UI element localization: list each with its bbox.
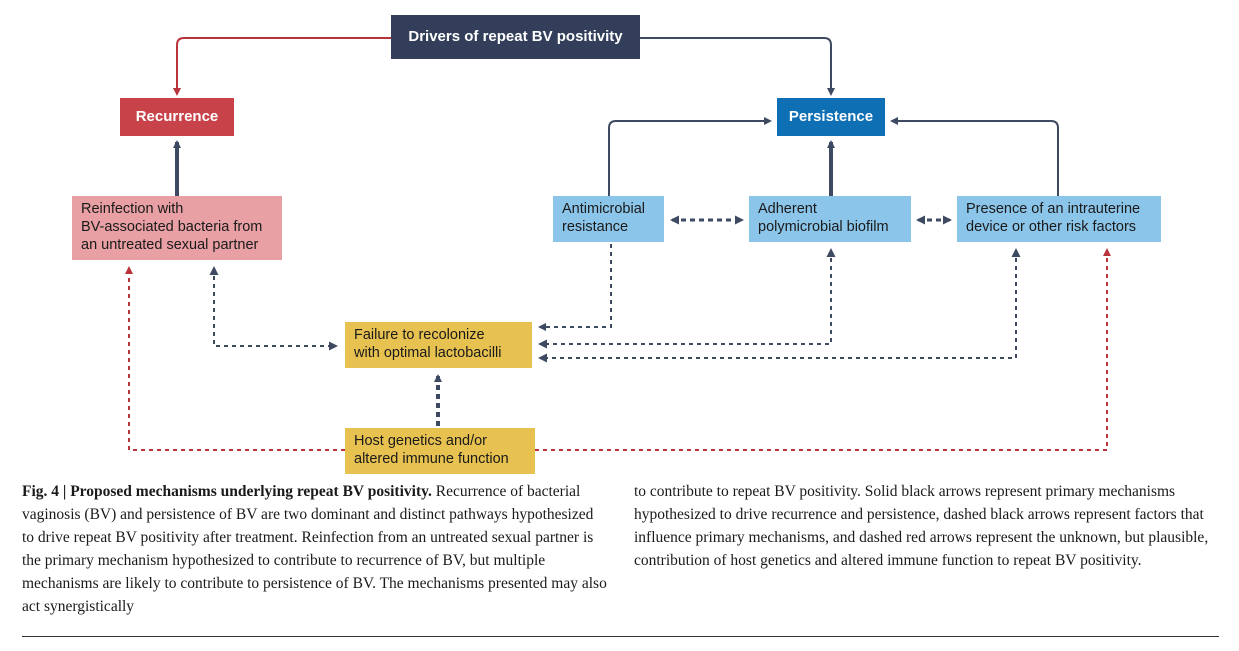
node-recurrence-label: Recurrence [135, 108, 219, 125]
arrow-antimicrobial-to-persistence [608, 117, 772, 196]
node-iud: Presence of an intrauterine device or ot… [957, 196, 1161, 242]
arrow-reinfection-failure [209, 266, 338, 351]
node-host: Host genetics and/or altered immune func… [345, 428, 535, 474]
arrow-iud-to-persistence [890, 117, 1059, 196]
arrow-drivers-to-persistence [640, 37, 835, 96]
node-failure: Failure to recolonize with optimal lacto… [345, 322, 532, 368]
arrow-antimicrobial-to-failure [538, 244, 612, 331]
node-host-label: Host genetics and/or altered immune func… [354, 433, 509, 467]
node-reinfection-label: Reinfection with BV-associated bacteria … [81, 201, 263, 253]
arrow-drivers-to-recurrence [173, 37, 391, 96]
arrow-host-to-iud [535, 248, 1111, 451]
node-persistence: Persistence [777, 98, 885, 136]
node-drivers: Drivers of repeat BV positivity [391, 15, 640, 59]
caption-right-text: to contribute to repeat BV positivity. S… [634, 483, 1209, 569]
figure-label: Fig. 4 | Proposed mechanisms underlying … [22, 483, 432, 500]
arrow-biofilm-failure [538, 248, 836, 349]
caption-left-text: Recurrence of bacterial vaginosis (BV) a… [22, 483, 607, 615]
figure-caption-right: to contribute to repeat BV positivity. S… [634, 480, 1214, 572]
node-drivers-label: Drivers of repeat BV positivity [408, 28, 623, 45]
node-antimicrobial-label: Antimicrobial resistance [562, 201, 645, 235]
node-iud-label: Presence of an intrauterine device or ot… [966, 201, 1141, 235]
node-antimicrobial: Antimicrobial resistance [553, 196, 664, 242]
arrow-host-to-reinfection [125, 266, 345, 451]
node-biofilm-label: Adherent polymicrobial biofilm [758, 201, 889, 235]
node-failure-label: Failure to recolonize with optimal lacto… [354, 327, 502, 361]
node-reinfection: Reinfection with BV-associated bacteria … [72, 196, 282, 260]
node-persistence-label: Persistence [788, 108, 874, 125]
figure-caption-left: Fig. 4 | Proposed mechanisms underlying … [22, 480, 607, 618]
node-recurrence: Recurrence [120, 98, 234, 136]
diagram-arrows [125, 37, 1111, 451]
arrow-iud-failure [538, 248, 1021, 363]
node-biofilm: Adherent polymicrobial biofilm [749, 196, 911, 242]
bottom-rule [22, 636, 1219, 637]
